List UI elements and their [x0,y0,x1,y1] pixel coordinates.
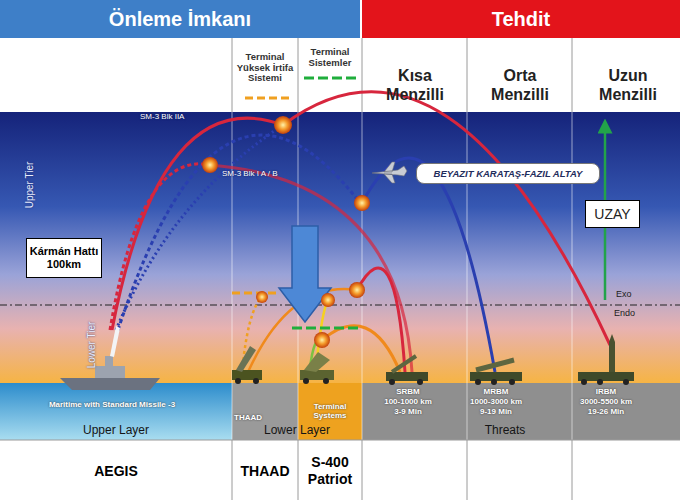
credit-box: BEYAZIT KARATAŞ-FAZIL ALTAY [416,163,600,184]
space-box: UZAY [585,200,640,228]
node-text: Kısa Menzilli [373,66,457,104]
label: Threats [485,424,526,438]
node-text: UZAY [594,206,630,222]
label: Upper Tier [24,162,36,209]
label: IRBM [596,387,616,396]
label: MRBM [484,387,509,396]
label: Exo [616,289,632,299]
column-header: Kısa Menzilli [373,62,457,108]
label: 3-9 Min [394,407,422,416]
label: 3000-5500 km [580,397,632,406]
node-text: S-400 Patriot [296,454,364,488]
label: Endo [614,308,635,318]
label: THAAD [234,413,262,422]
node-text: BEYAZIT KARATAŞ-FAZIL ALTAY [434,168,583,179]
column-header: Terminal Yüksek İrtifa Sistemi [232,42,298,94]
node-text: Terminal Sistemler [298,47,362,69]
label: 19-26 Min [588,407,624,416]
system-cell: S-400 Patriot [296,442,364,500]
node-text: Orta Menzilli [478,66,562,104]
label: 9-19 Min [480,407,512,416]
label: Lower Layer [264,424,330,438]
column-header: Uzun Menzilli [584,62,672,108]
label: Lower Tier [86,322,98,369]
node-text: Terminal Yüksek İrtifa Sistemi [232,52,298,85]
node-text: THAAD [241,463,290,480]
karman-box: Kármán Hattı 100km [26,238,102,278]
column-header: Terminal Sistemler [298,42,362,74]
node-text: Kármán Hattı 100km [29,245,99,271]
label: Maritime with Standard Missile -3 [49,400,175,409]
label: SRBM [396,387,420,396]
label: SM-3 Blk I A / B [222,169,278,178]
node-text: Uzun Menzilli [584,66,672,104]
node-text: AEGIS [94,463,138,480]
node-text: Önleme İmkanı [109,8,251,31]
system-cell: AEGIS [0,442,232,500]
header-cell: Önleme İmkanı [0,0,360,38]
node-text: Tehdit [492,8,551,31]
label: Terminal Systems [301,402,359,420]
system-cell: THAAD [232,442,298,500]
label: 100-1000 km [384,397,432,406]
label: 1000-3000 km [470,397,522,406]
column-header: Orta Menzilli [478,62,562,108]
label: Upper Layer [83,424,149,438]
header-cell: Tehdit [362,0,680,38]
label: SM-3 Blk IIA [140,112,184,121]
